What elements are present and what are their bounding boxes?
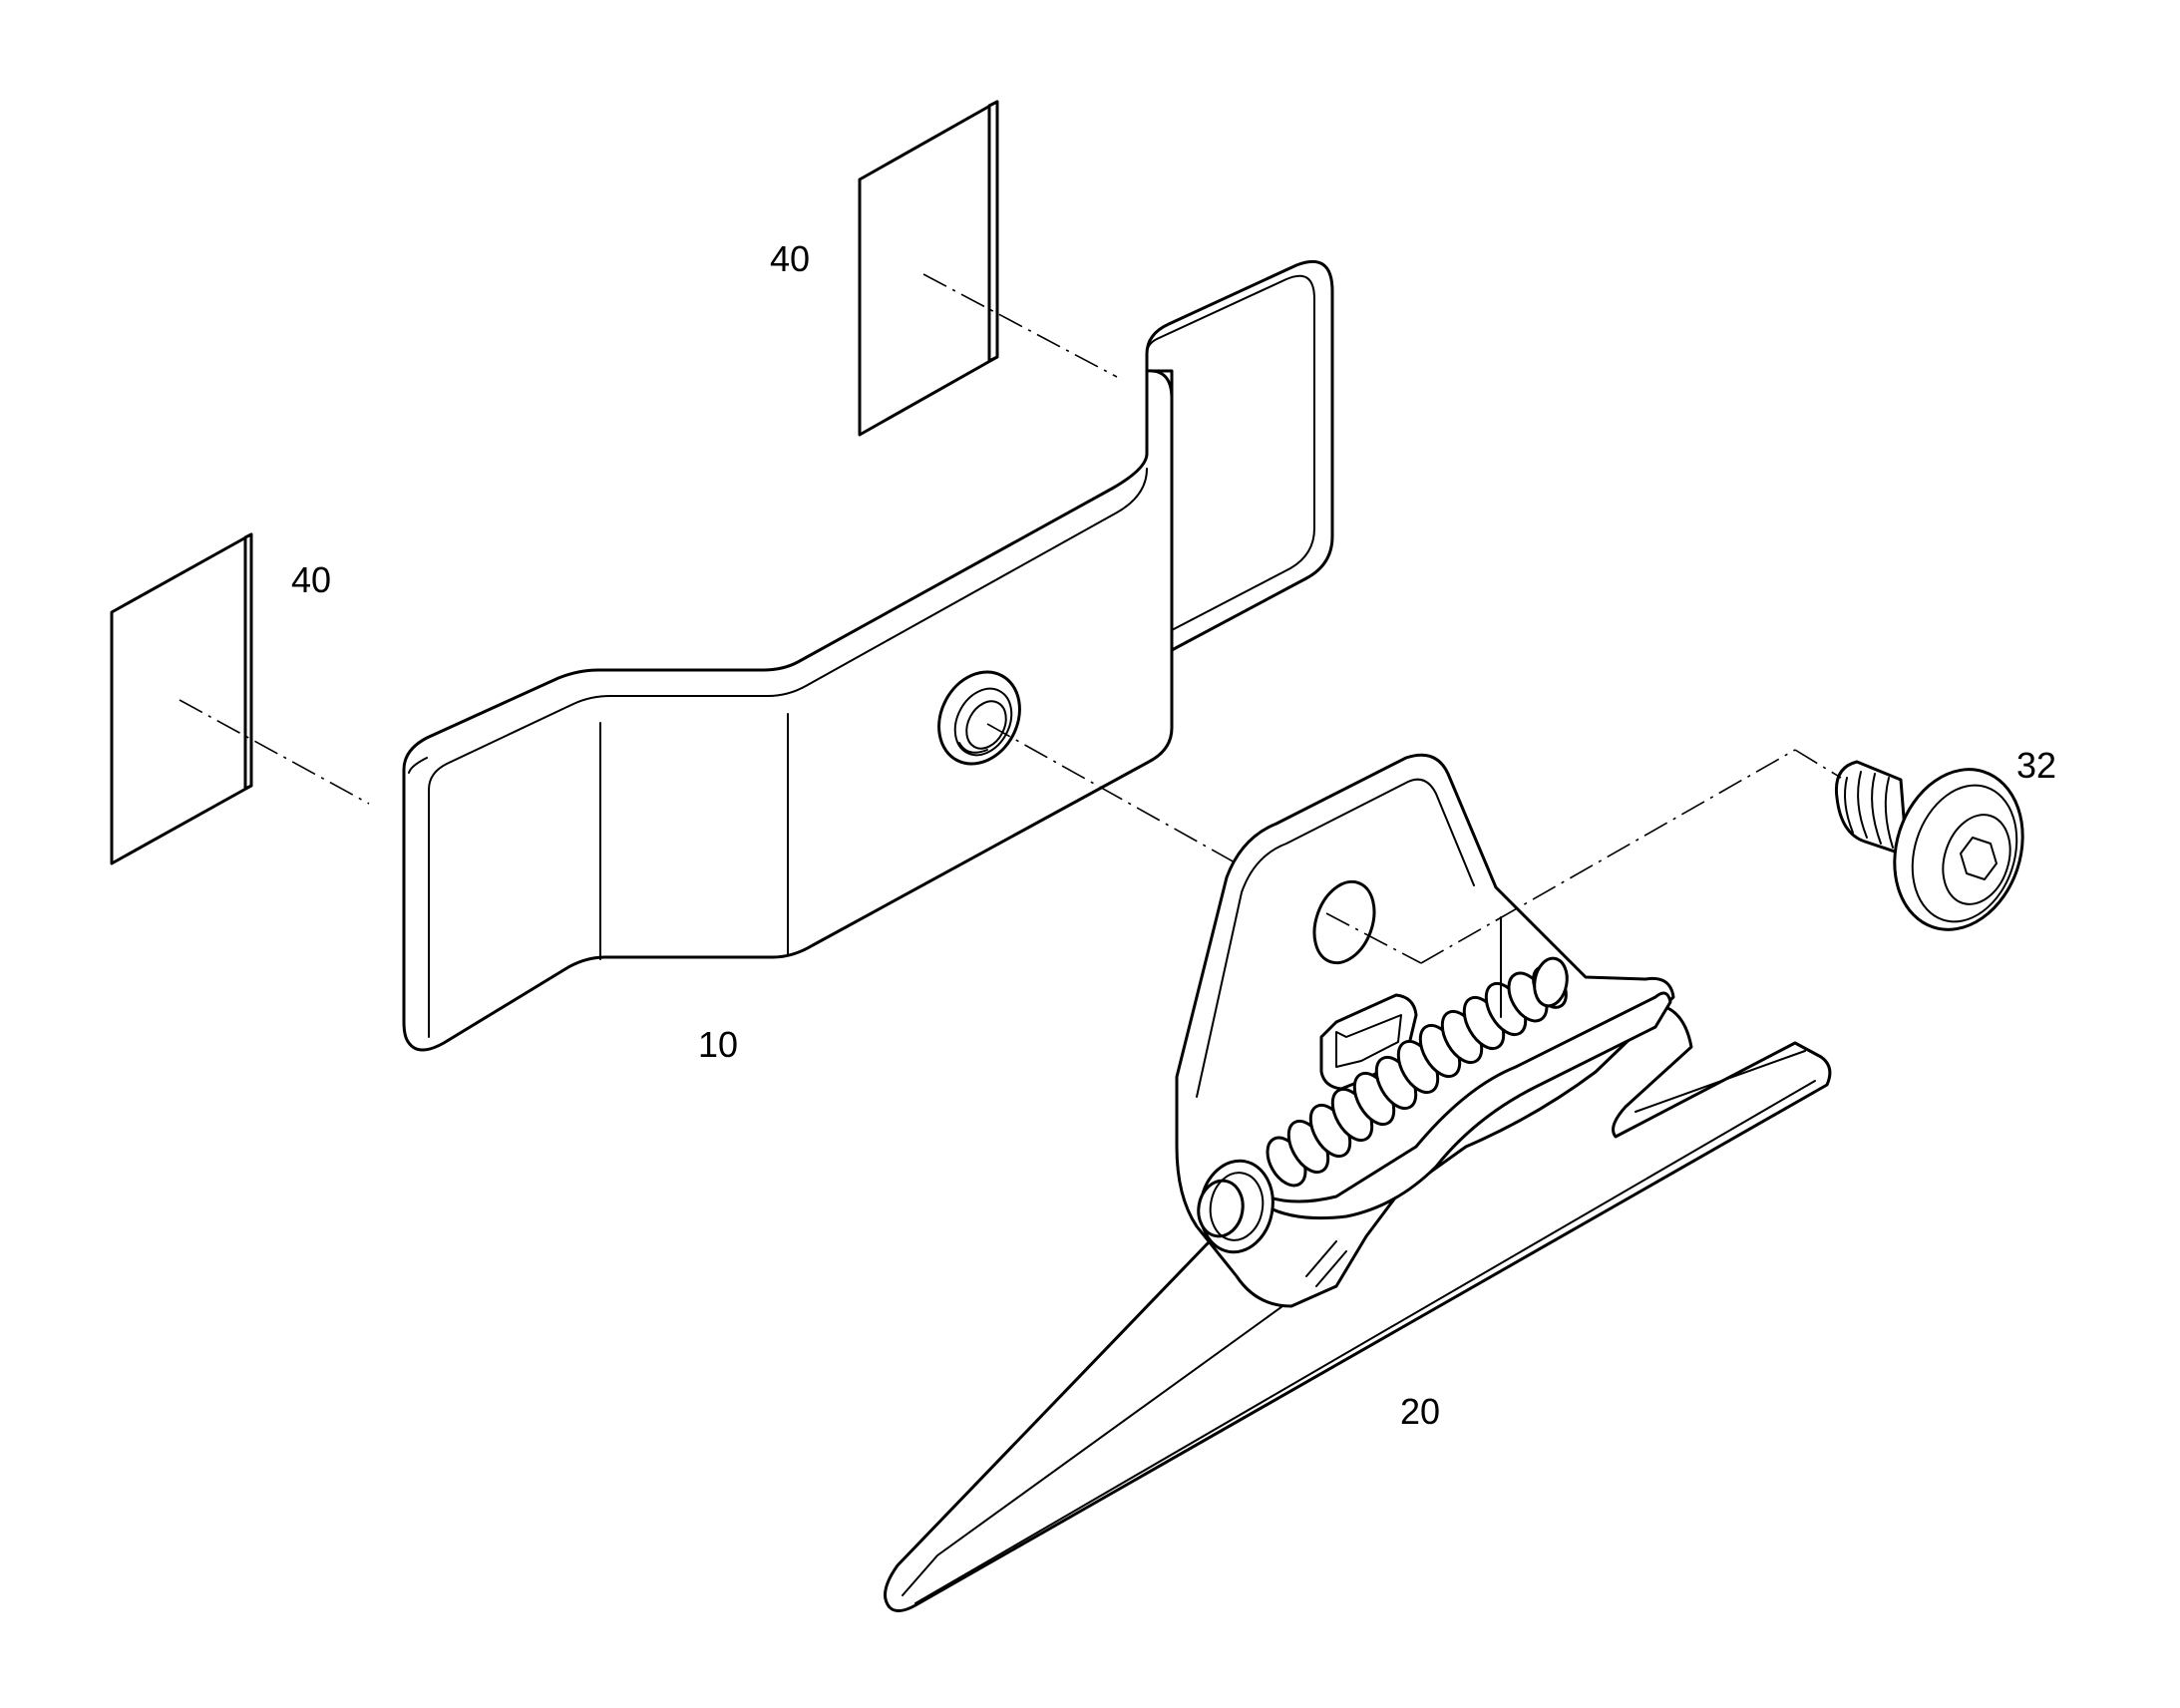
callout-pad-left: 40 — [291, 559, 331, 600]
spring-coils — [1266, 965, 1568, 1188]
pad-left-part — [110, 532, 253, 865]
callout-bracket: 10 — [698, 1024, 738, 1065]
bracket-part — [402, 259, 1334, 1052]
callout-screw: 32 — [2016, 745, 2056, 786]
pad-top-part — [858, 100, 999, 437]
callout-pad-top: 40 — [770, 238, 810, 279]
screw-part — [1834, 760, 2024, 931]
clip-assembly-part — [884, 753, 1832, 1612]
callout-clip-assembly: 20 — [1400, 1391, 1440, 1432]
assembly-centerlines — [179, 273, 1842, 964]
